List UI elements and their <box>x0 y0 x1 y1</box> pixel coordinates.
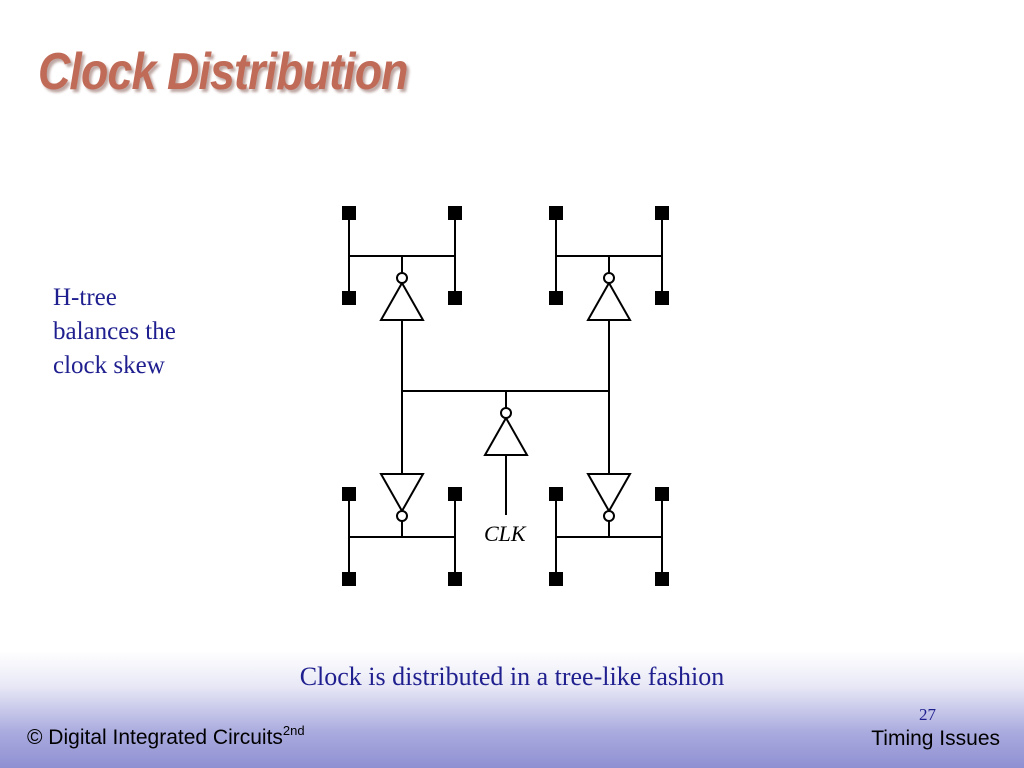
clock-node <box>342 206 356 220</box>
inverter-bubble <box>500 407 512 419</box>
footer-section: Timing Issues <box>871 727 1000 750</box>
clk-label: CLK <box>484 521 527 546</box>
clock-node <box>448 572 462 586</box>
clock-node <box>549 487 563 501</box>
slide-title: Clock Distribution <box>38 43 408 101</box>
clock-node <box>549 206 563 220</box>
clock-node <box>448 206 462 220</box>
h-tree-nodes <box>342 206 669 586</box>
inverter-buffer <box>483 415 529 456</box>
h-tree-wires <box>348 213 663 579</box>
clock-node <box>342 291 356 305</box>
inverter-bubble <box>603 510 615 522</box>
side-note-line-2: balances the <box>53 318 176 345</box>
slide-caption: Clock is distributed in a tree-like fash… <box>299 662 725 691</box>
inverter-buffer <box>586 280 632 321</box>
inverter-buffer <box>379 473 425 514</box>
inverter-buffer <box>379 280 425 321</box>
inverter-bubble <box>603 272 615 284</box>
clock-node <box>655 291 669 305</box>
inverter-bubble <box>396 510 408 522</box>
side-note: H-tree balances the clock skew <box>53 281 176 383</box>
clock-node <box>655 487 669 501</box>
clock-node <box>655 572 669 586</box>
inverter-bubble <box>396 272 408 284</box>
clock-node <box>448 291 462 305</box>
clock-node <box>549 572 563 586</box>
clock-node <box>655 206 669 220</box>
footer-copyright: © Digital Integrated Circuits2nd <box>27 723 305 750</box>
inverter-buffer <box>586 473 632 514</box>
side-note-line-1: H-tree <box>53 284 117 311</box>
h-tree-buffers <box>379 272 632 522</box>
page-number: 27 <box>919 705 936 724</box>
clock-node <box>549 291 563 305</box>
clock-node <box>342 487 356 501</box>
clock-node <box>342 572 356 586</box>
footer-copyright-text: © Digital Integrated Circuits <box>27 726 283 749</box>
clock-node <box>448 487 462 501</box>
footer-edition: 2nd <box>282 723 305 738</box>
side-note-line-3: clock skew <box>53 352 165 379</box>
footer-band <box>0 651 1024 768</box>
